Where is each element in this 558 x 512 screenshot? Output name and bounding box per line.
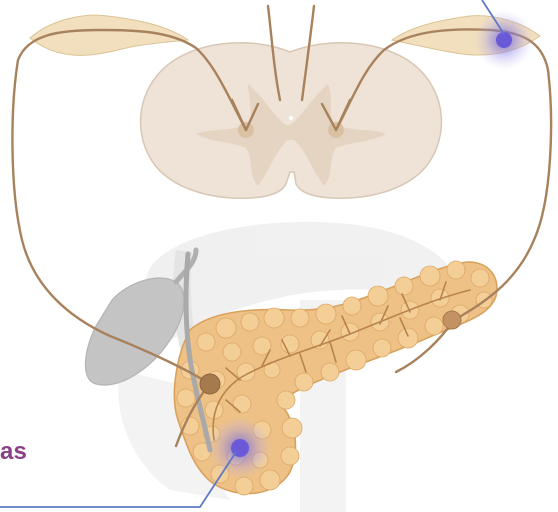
- ganglion-highlight-marker: [474, 10, 534, 70]
- right-neuron-cell-body: [443, 311, 461, 329]
- left-neuron-cell-body: [200, 374, 220, 394]
- spinal-cord-outline: [141, 43, 442, 198]
- spinal-cord: [141, 43, 442, 198]
- central-canal: [289, 116, 293, 120]
- glow-dot-icon: [496, 32, 512, 48]
- organ-label: as: [0, 438, 27, 466]
- pancreas-highlight-marker: [208, 416, 272, 480]
